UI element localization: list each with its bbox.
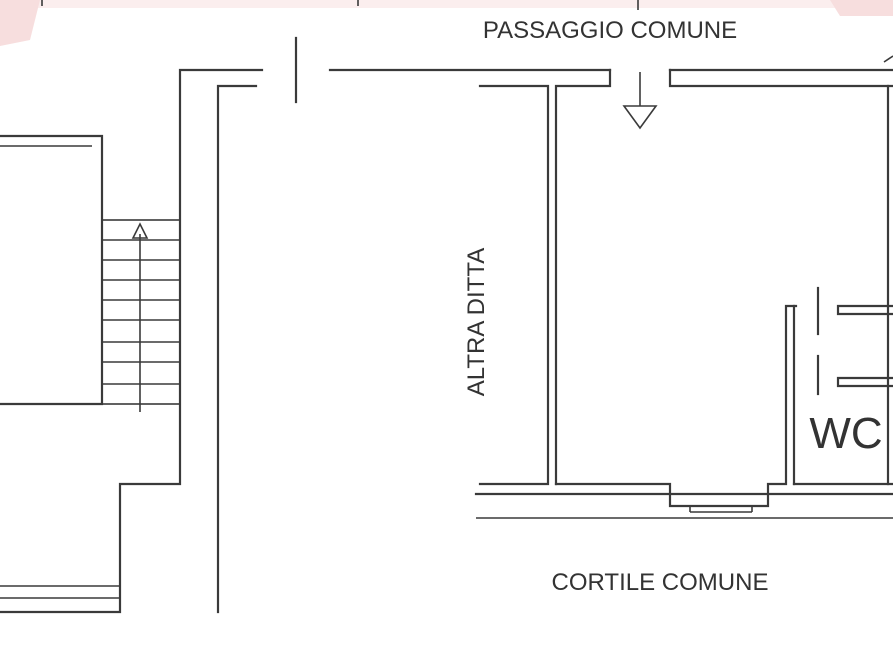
inner-wall <box>216 84 258 614</box>
watermark <box>0 0 893 46</box>
bottom-wall <box>554 304 798 508</box>
watermark-shape <box>830 0 893 16</box>
passage-wall <box>328 55 893 72</box>
stair-outline <box>101 219 181 405</box>
arrow-down-icon <box>622 105 658 130</box>
staircase <box>101 219 181 412</box>
passage-corner <box>883 55 893 63</box>
passaggio-comune-label: PASSAGGIO COMUNE <box>483 17 737 44</box>
outer-wall <box>0 68 264 614</box>
wc-inner-wall <box>836 376 893 388</box>
entry-jamb-right <box>668 68 893 88</box>
wc-label: WC <box>809 409 882 458</box>
altra-ditta-label: ALTRA DITTA <box>463 248 490 396</box>
wc-inner-wall <box>836 304 893 316</box>
cortile-comune-label: CORTILE COMUNE <box>552 569 769 596</box>
left-room-wall <box>0 134 104 406</box>
watermark-band <box>0 0 893 8</box>
arrow-up-icon <box>131 222 149 239</box>
entry-jamb-left <box>554 68 612 486</box>
left-stairwell <box>0 36 298 614</box>
watermark-shape <box>0 0 40 46</box>
party-wall <box>478 84 550 486</box>
